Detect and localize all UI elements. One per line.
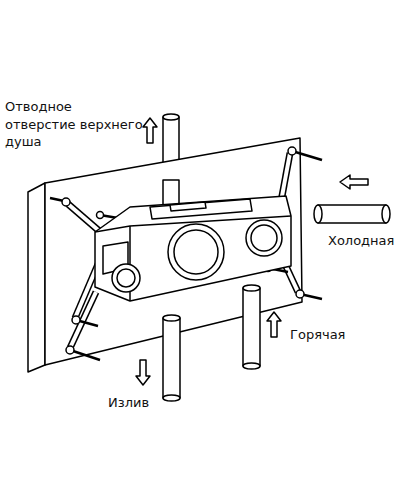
body-top-block [150,199,252,219]
body-top-block [170,202,206,211]
pipe-end [382,205,390,223]
screw-head [72,316,80,324]
hot-pipe [243,288,260,366]
flow-arrow [143,118,157,143]
small-valve [112,264,140,292]
small-valve-cap [117,269,135,287]
screw-head [288,147,296,155]
mixer-body [95,196,291,301]
callout-label: Излив [108,394,149,412]
flow-arrow [267,312,281,337]
upper-pipe-end [163,114,179,120]
main-valve [168,224,224,280]
screw-head [296,290,304,298]
diverter-cap [251,225,277,251]
screw-head [62,198,70,206]
screw-head [97,212,104,219]
callout-label: Горячая [290,326,345,344]
spout-pipe [163,318,180,398]
pipe-end [163,315,180,321]
pipe-end [163,395,180,401]
flow-arrow [136,360,150,385]
pipe-end [243,285,260,291]
callout-label: Отводное отверстие верхнего душа [5,98,145,151]
pipe-end [314,205,322,223]
pipe-end [243,363,260,369]
screw-head [66,346,74,354]
upper-pipe-stub [163,180,179,206]
cold-pipe [318,205,386,223]
diverter-valve [246,220,282,256]
flow-arrow [340,175,368,189]
callout-label: Холодная [328,232,394,250]
main-valve-cap [174,230,218,274]
board-side [28,183,45,372]
